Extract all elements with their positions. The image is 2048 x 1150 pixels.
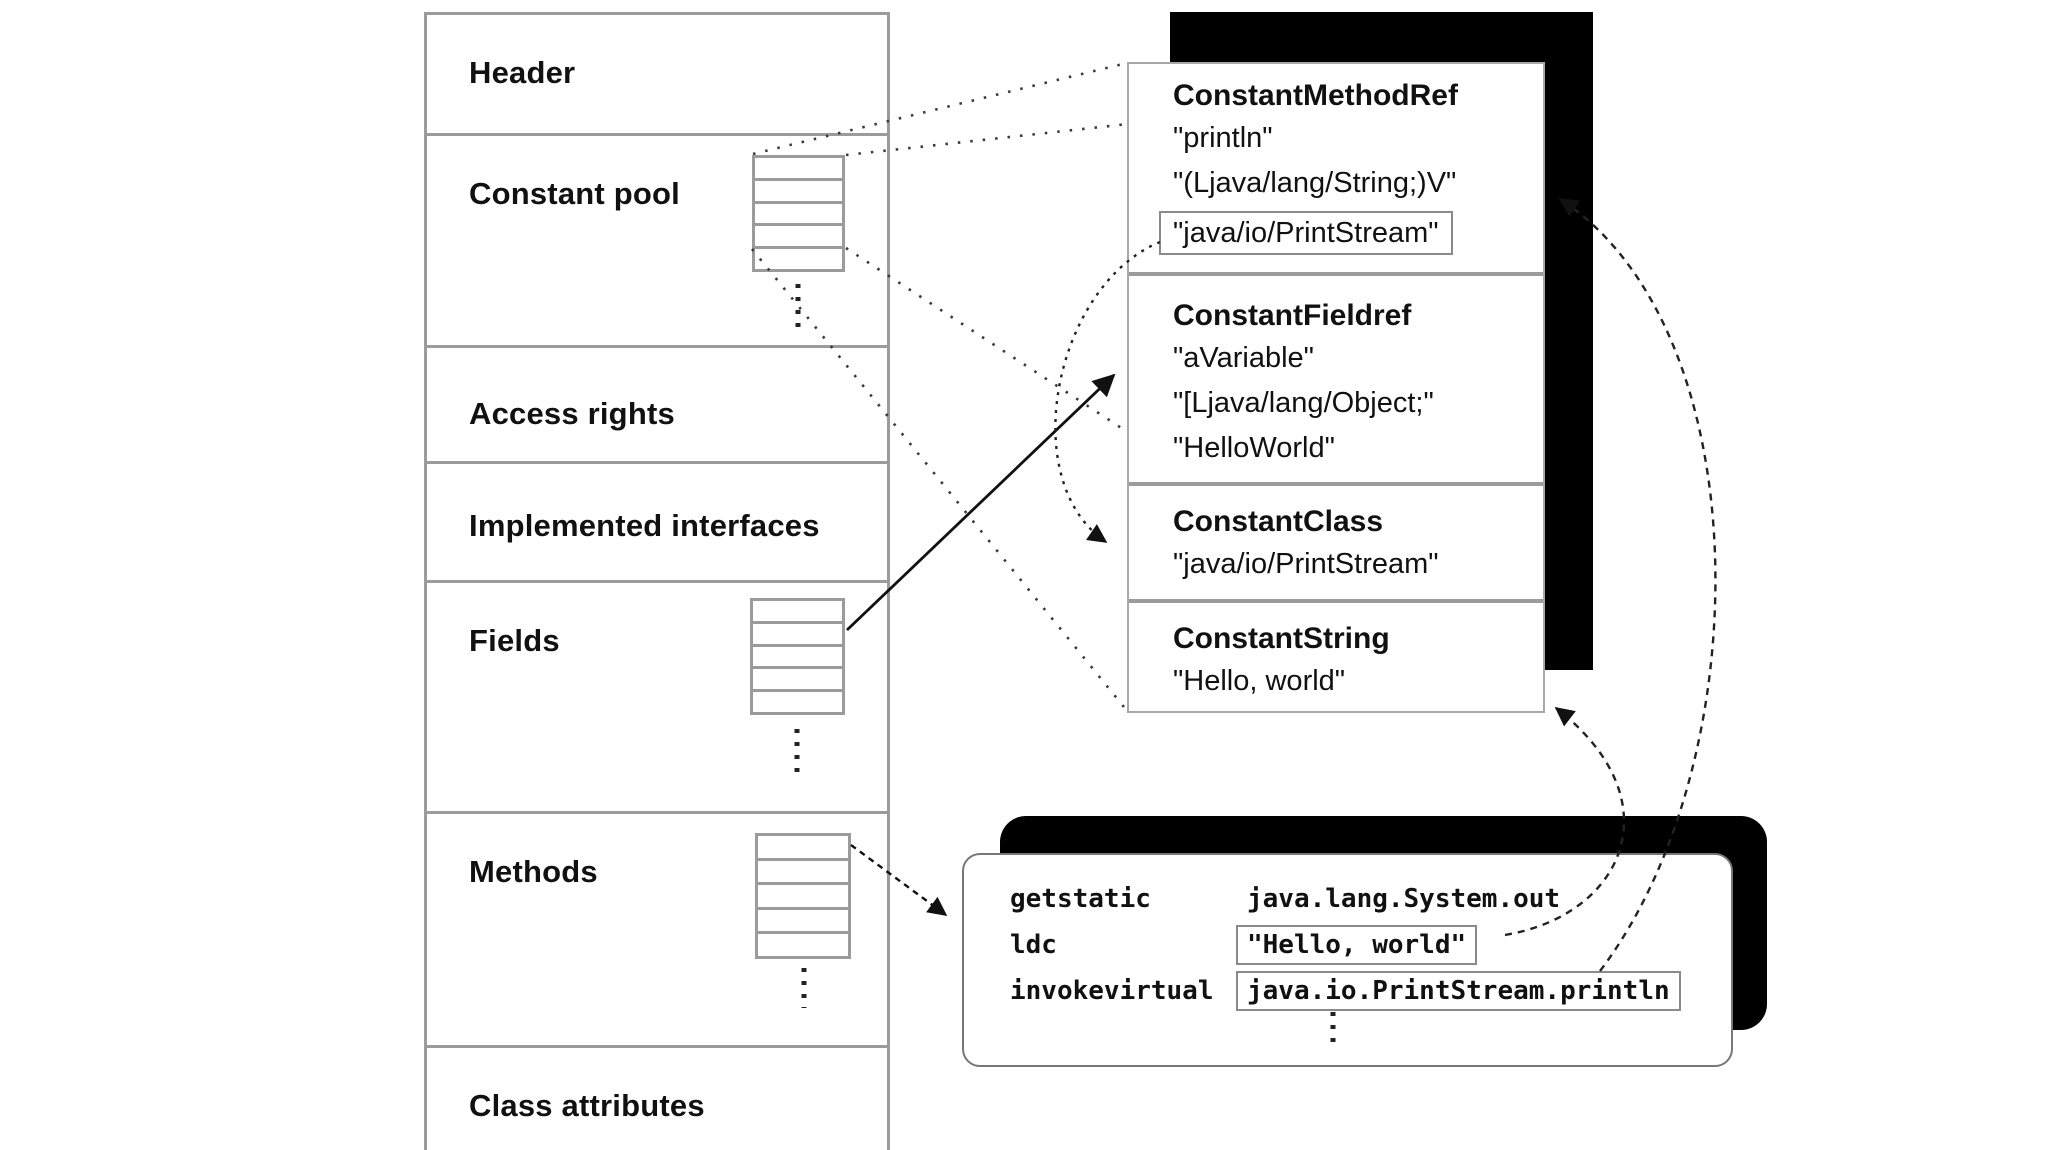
methods-stack [755,833,851,959]
stack-row [753,666,842,689]
mnemonic: getstatic [1010,884,1151,914]
section-label: Implemented interfaces [469,508,820,543]
mnemonic: ldc [1010,930,1057,960]
bytecode-box: getstatic java.lang.System.out ldc "Hell… [962,853,1733,1067]
operand-boxed: "Hello, world" [1236,925,1478,965]
entry-value: "java/io/PrintStream" [1173,548,1439,580]
constant-pool-stack [752,155,845,272]
entry-value: "[Ljava/lang/Object;" [1173,387,1434,419]
stack-row [755,246,842,269]
stack-row [755,200,842,224]
stack-row [758,906,848,932]
section-fields: Fields [427,580,887,811]
entry-title: ConstantString [1173,622,1390,655]
stack-row [758,882,848,907]
entry-value: "HelloWorld" [1173,432,1335,464]
section-constant-pool: Constant pool [427,133,887,345]
section-label: Class attributes [469,1088,705,1123]
section-label: Constant pool [469,176,680,211]
arrow-methods-to-bytecode [850,844,948,916]
entry-value-boxed: "java/io/PrintStream" [1159,211,1453,255]
fan-line-top-right [845,122,1129,157]
section-access-rights: Access rights [427,345,887,461]
section-label: Methods [469,854,598,889]
operand-boxed: java.io.PrintStream.println [1236,971,1681,1011]
fan-line-top-left [752,61,1128,156]
stack-row [755,177,842,201]
stack-row [758,931,848,956]
stack-row [753,643,842,667]
constant-pool-detail-box: ConstantMethodRef "println" "(Ljava/lang… [1127,62,1545,713]
fan-line-bottom-left [750,248,1130,713]
section-implemented-interfaces: Implemented interfaces [427,461,887,580]
entry-constant-fieldref: ConstantFieldref "aVariable" "[Ljava/lan… [1129,272,1543,482]
entry-title: ConstantFieldref [1173,299,1412,332]
entry-title: ConstantClass [1173,505,1384,538]
stack-row [758,857,848,883]
section-label: Access rights [469,396,675,431]
arrow-ldc-to-constantstring [1504,707,1626,937]
stack-row [755,223,842,246]
arrow-methodref-class-to-constantclass [1054,240,1161,543]
entry-value: "println" [1173,122,1273,154]
stack-row [753,620,842,644]
bytecode-instruction: invokevirtual java.io.PrintStream.printl… [964,968,1731,1014]
entry-value: "(Ljava/lang/String;)V" [1173,167,1457,199]
section-label: Header [469,55,576,90]
section-class-attributes: Class attributes [427,1045,887,1150]
arrow-fields-to-fieldref [846,373,1116,632]
entry-constant-class: ConstantClass "java/io/PrintStream" [1129,482,1543,599]
section-label: Fields [469,623,560,658]
arrow-invokevirtual-to-methodref [1558,197,1717,972]
section-methods: Methods [427,811,887,1045]
entry-title: ConstantMethodRef [1173,79,1458,112]
operand: java.lang.System.out [1247,884,1561,914]
entry-value: "Hello, world" [1173,665,1346,697]
entry-constant-methodref: ConstantMethodRef "println" "(Ljava/lang… [1129,64,1543,272]
section-header: Header [427,15,887,133]
bytecode-instruction: getstatic java.lang.System.out [964,876,1731,922]
fields-stack [750,598,845,715]
entry-value: "aVariable" [1173,342,1314,374]
entry-constant-string: ConstantString "Hello, world" [1129,599,1543,715]
mnemonic: invokevirtual [1010,976,1214,1006]
bytecode-instruction: ldc "Hello, world" [964,922,1731,968]
stack-row [753,689,842,712]
